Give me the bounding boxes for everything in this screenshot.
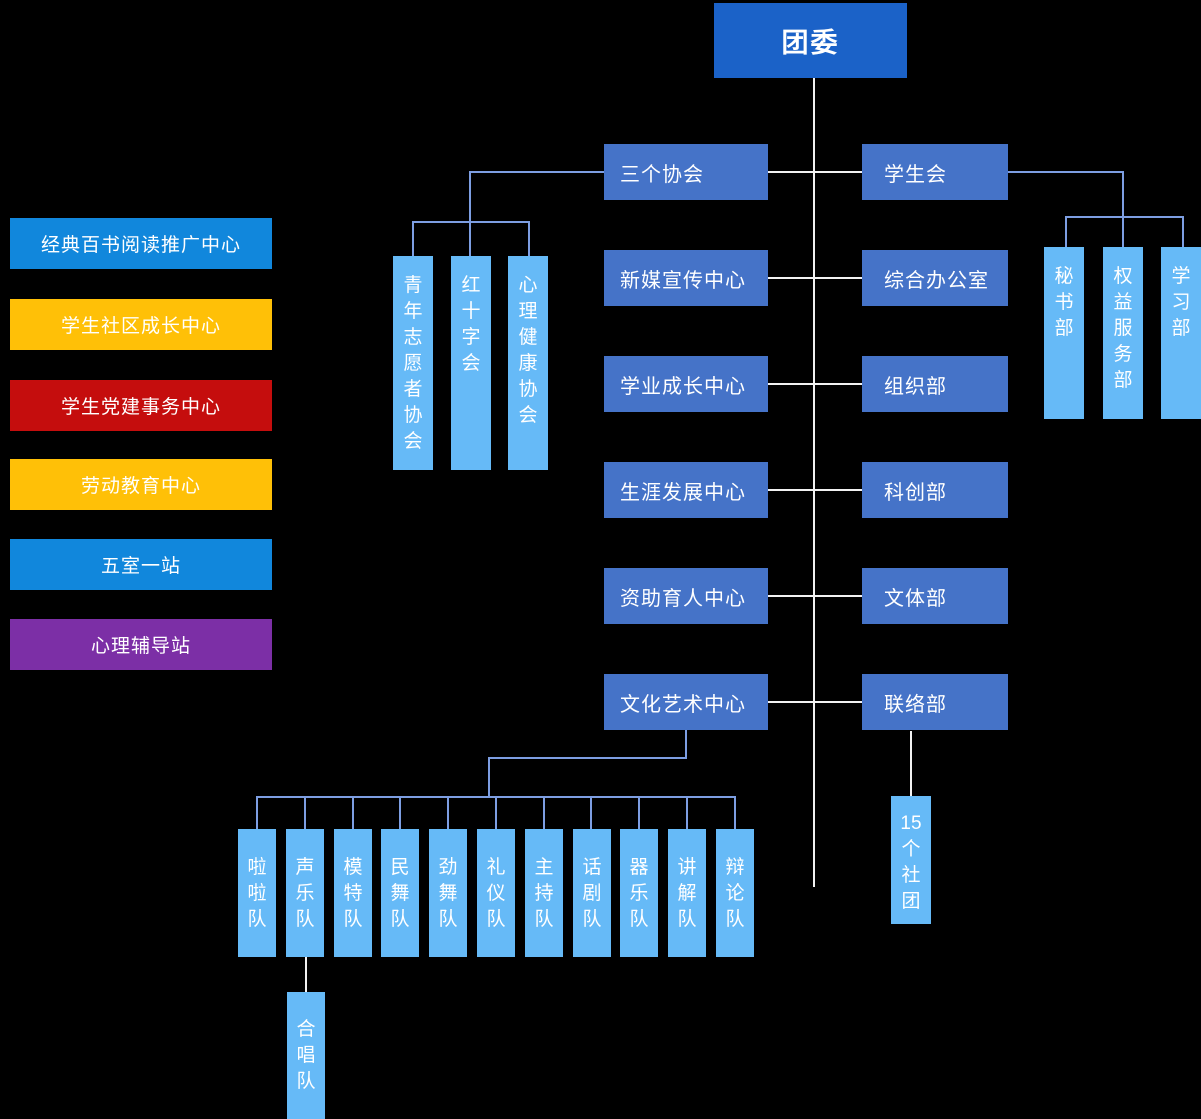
- connector-dept-stub-3: [1182, 216, 1184, 247]
- connector-row6-horizontal: [768, 701, 862, 703]
- connector-row1-horizontal: [768, 171, 862, 173]
- connector-dept-stub-1: [1065, 216, 1067, 247]
- org-node-secretary-dept: 秘书部: [1044, 247, 1084, 419]
- org-node-team-vocal: 声乐队: [286, 829, 324, 957]
- org-node-funding-center: 资助育人中心: [604, 568, 768, 624]
- connector-row4-horizontal: [768, 489, 862, 491]
- org-node-sci-innovation: 科创部: [862, 462, 1008, 518]
- connector-teams-drop2: [488, 757, 490, 798]
- left-panel-item-5: 五室一站: [10, 539, 272, 590]
- org-node-student-union: 学生会: [862, 144, 1008, 200]
- org-node-team-guide: 讲解队: [668, 829, 706, 957]
- connector-assoc-stub-3: [528, 221, 530, 256]
- left-panel-item-6: 心理辅导站: [10, 619, 272, 670]
- connector-team-stub-2: [304, 796, 306, 829]
- connector-row3-horizontal: [768, 383, 862, 385]
- connector-team-stub-6: [495, 796, 497, 829]
- org-node-three-associations: 三个协会: [604, 144, 768, 200]
- connector-teams-horizontal: [488, 757, 687, 759]
- left-panel-item-4: 劳动教育中心: [10, 459, 272, 510]
- connector-row2-horizontal: [768, 277, 862, 279]
- connector-team-stub-11: [734, 796, 736, 829]
- org-node-red-cross: 红十字会: [451, 256, 491, 470]
- org-node-academic-center: 学业成长中心: [604, 356, 768, 412]
- connector-dept-horizontal: [1008, 171, 1124, 173]
- org-node-general-office: 综合办公室: [862, 250, 1008, 306]
- connector-team-stub-8: [590, 796, 592, 829]
- connector-team-stub-9: [638, 796, 640, 829]
- org-node-study-dept: 学习部: [1161, 247, 1201, 419]
- connector-team-stub-4: [399, 796, 401, 829]
- connector-clubs-vertical: [910, 731, 912, 796]
- connector-assoc-horizontal: [469, 171, 604, 173]
- org-node-root: 团委: [714, 3, 907, 78]
- org-node-team-cheerleading: 啦啦队: [238, 829, 276, 957]
- connector-row5-horizontal: [768, 595, 862, 597]
- connector-choir-vertical: [305, 957, 307, 992]
- org-node-team-folk-dance: 民舞队: [381, 829, 419, 957]
- connector-assoc-drop: [469, 171, 471, 223]
- org-node-team-etiquette: 礼仪队: [477, 829, 515, 957]
- org-node-organization: 组织部: [862, 356, 1008, 412]
- connector-dept-bar: [1065, 216, 1184, 218]
- org-node-new-media-center: 新媒宣传中心: [604, 250, 768, 306]
- connector-dept-stub-2: [1122, 216, 1124, 247]
- left-panel-item-2: 学生社区成长中心: [10, 299, 272, 350]
- org-node-team-model: 模特队: [334, 829, 372, 957]
- org-node-art-center: 文化艺术中心: [604, 674, 768, 730]
- connector-team-stub-10: [686, 796, 688, 829]
- connector-team-stub-1: [256, 796, 258, 829]
- connector-team-stub-3: [352, 796, 354, 829]
- connector-team-stub-7: [543, 796, 545, 829]
- org-node-choir: 合唱队: [287, 992, 325, 1119]
- org-node-rights-dept: 权益服务部: [1103, 247, 1143, 419]
- org-node-career-center: 生涯发展中心: [604, 462, 768, 518]
- left-panel-item-1: 经典百书阅读推广中心: [10, 218, 272, 269]
- connector-dept-drop: [1122, 171, 1124, 218]
- connector-team-stub-5: [447, 796, 449, 829]
- org-node-culture-sports: 文体部: [862, 568, 1008, 624]
- org-node-youth-volunteers: 青年志愿者协会: [393, 256, 433, 470]
- connector-trunk-vertical: [813, 78, 815, 887]
- org-node-mental-health: 心理健康协会: [508, 256, 548, 470]
- org-node-team-street-dance: 劲舞队: [429, 829, 467, 957]
- connector-assoc-bar: [412, 221, 530, 223]
- org-node-team-hosting: 主持队: [525, 829, 563, 957]
- left-panel-item-3: 学生党建事务中心: [10, 380, 272, 431]
- org-node-team-drama: 话剧队: [573, 829, 611, 957]
- connector-teams-drop1: [685, 730, 687, 759]
- connector-assoc-stub-1: [412, 221, 414, 256]
- org-node-team-debate: 辩论队: [716, 829, 754, 957]
- org-node-team-instrumental: 器乐队: [620, 829, 658, 957]
- connector-assoc-stub-2: [469, 221, 471, 256]
- org-node-liaison: 联络部: [862, 674, 1008, 730]
